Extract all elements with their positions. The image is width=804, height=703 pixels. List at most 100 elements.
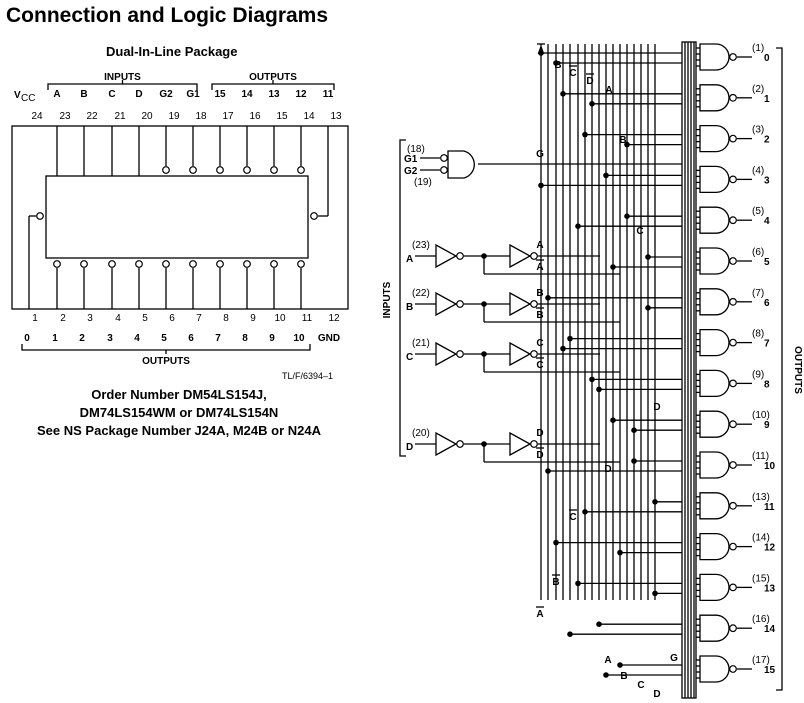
inversion-bubble: [729, 542, 737, 551]
inverter: [435, 243, 458, 269]
junction-dot: [589, 101, 595, 107]
junction-dot: [545, 468, 551, 474]
page-title: Connection and Logic Diagrams: [6, 4, 329, 27]
output-pin: (7): [752, 288, 764, 299]
inversion-bubble: [456, 300, 464, 308]
buffer-complement-label: A: [536, 262, 543, 273]
top-pin-number: 20: [141, 111, 153, 122]
input-name: D: [406, 442, 413, 453]
junction-dot: [652, 499, 658, 505]
order-line-3: See NS Package Number J24A, M24B or N24A: [37, 423, 321, 438]
bottom-pin-name: 3: [107, 333, 113, 344]
junction-dot: [553, 539, 559, 546]
inversion-bubble: [456, 252, 464, 260]
logic-body: [45, 175, 309, 259]
bottom-label-a-bar: A: [536, 609, 543, 620]
inputs-side-label: INPUTS: [382, 281, 393, 318]
inversion-bubble: [162, 260, 170, 268]
top-pin-number: 13: [330, 111, 342, 122]
gnd-label: GND: [318, 333, 340, 344]
order-info: Order Number DM54LS154J, DM74LS154WM or …: [14, 386, 344, 440]
inverter: [509, 291, 532, 317]
bottom-pin-name: 6: [188, 333, 194, 344]
output-number: 13: [764, 583, 776, 594]
bus-label-a: A: [605, 85, 612, 96]
bottom-pin-name: 5: [161, 333, 167, 344]
buffer-true-label: D: [536, 428, 543, 439]
input-pin: (21): [412, 338, 430, 349]
nand-gate: [699, 288, 730, 316]
junction-dot: [603, 172, 609, 179]
input-name: C: [406, 352, 413, 363]
output-pin: (5): [752, 206, 764, 217]
top-pin-number: 14: [303, 111, 315, 122]
bottom-pin-name: 8: [242, 333, 248, 344]
bottom-pin-name: 10: [293, 333, 305, 344]
junction-dot: [603, 672, 609, 678]
inversion-bubble: [297, 260, 305, 268]
junction-dot: [596, 621, 602, 627]
top-pin-name: 13: [268, 89, 280, 100]
inversion-bubble: [80, 260, 88, 268]
bus-label-b: B: [619, 135, 626, 146]
nand-gate: [699, 655, 730, 683]
inversion-bubble: [729, 175, 737, 184]
g-bottom-label: G: [670, 653, 678, 664]
buffer-complement-label: D: [536, 450, 543, 461]
nand-gate: [699, 84, 730, 112]
inversion-bubble: [530, 350, 538, 358]
bus-label-d: D: [653, 402, 660, 413]
enable-nand-gate: [447, 150, 475, 179]
junction-dot: [560, 91, 566, 97]
junction-dot: [624, 141, 630, 148]
output-number: 2: [764, 135, 770, 146]
inversion-bubble: [530, 252, 538, 260]
output-number: 6: [764, 298, 770, 309]
output-number: 12: [764, 543, 776, 554]
buffer-complement-label: C: [536, 360, 543, 371]
junction-dot: [610, 417, 616, 424]
output-number: 11: [764, 502, 775, 513]
nand-gate: [699, 328, 730, 357]
inversion-bubble: [36, 212, 44, 220]
vcc-label: V: [14, 90, 21, 101]
nand-gate: [699, 573, 730, 602]
outputs-label: OUTPUTS: [249, 72, 297, 83]
inversion-bubble: [243, 260, 251, 268]
top-pin-name: 12: [295, 89, 307, 100]
bottom-pin-name: 4: [134, 333, 140, 344]
top-pin-name: A: [53, 89, 60, 100]
order-line-1: Order Number DM54LS154J,: [91, 387, 267, 402]
package-outline: [11, 125, 349, 310]
output-pin: (13): [752, 492, 770, 503]
junction-dot: [631, 458, 637, 464]
inverter: [435, 291, 458, 317]
top-pin-number: 17: [222, 111, 234, 122]
bus-label-c: C: [636, 226, 643, 237]
bottom-label-b-bar: B: [552, 577, 559, 588]
bottom-bus-label: C: [637, 680, 644, 691]
output-pin: (3): [752, 125, 764, 136]
bottom-bus-label: B: [620, 671, 627, 682]
enable-pin: (18): [407, 144, 425, 155]
inverter: [509, 243, 532, 269]
top-pin-number: 22: [86, 111, 98, 122]
inversion-bubble: [729, 665, 737, 673]
junction-dot: [652, 590, 658, 597]
bottom-pin-number: 1: [32, 313, 38, 324]
buffer-true-label: B: [536, 288, 543, 299]
inverter: [435, 341, 458, 367]
inversion-bubble: [162, 166, 170, 174]
output-pin: (4): [752, 165, 764, 176]
top-pin-name: 15: [214, 89, 226, 100]
output-pin: (14): [752, 533, 770, 544]
bottom-pin-number: 4: [115, 313, 121, 324]
bottom-pin-name: 1: [52, 333, 58, 344]
input-name: A: [406, 254, 413, 265]
bottom-label-c-bar: C: [569, 512, 576, 523]
inverter: [509, 341, 532, 367]
bottom-pin-number: 11: [302, 313, 313, 324]
inversion-bubble: [243, 166, 251, 174]
junction-dot: [610, 264, 616, 270]
